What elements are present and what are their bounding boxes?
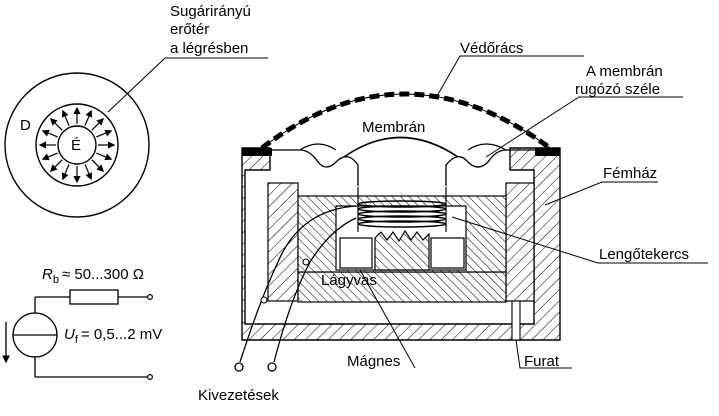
field-arrow <box>91 159 105 173</box>
terminal-2 <box>267 362 277 372</box>
resistance-label: Rb≈ 50...300 Ω <box>42 266 144 286</box>
equivalent-circuit: Rb≈ 50...300 Ω Uf= 0,5...2 mV <box>2 266 162 381</box>
metal-housing <box>241 147 561 341</box>
magnet-label: Mágnes <box>347 353 400 370</box>
outer-pole-label: D <box>20 117 31 134</box>
microphone-cross-section <box>234 55 708 372</box>
air-gap-circle <box>35 103 119 187</box>
field-arrow <box>61 164 70 181</box>
internal-resistor <box>69 289 119 305</box>
field-arrow <box>49 117 63 131</box>
voltage-label: Uf= 0,5...2 mV <box>64 326 162 346</box>
terminal-1 <box>234 362 244 372</box>
soft-iron-right <box>430 237 465 269</box>
housing-inner-left <box>267 182 299 302</box>
output-terminal-bottom <box>147 374 154 381</box>
outer-pole-circle <box>4 72 150 218</box>
soft-iron-left <box>339 237 373 269</box>
field-label-line-1: Sugárirányú <box>170 3 251 20</box>
housing-label: Fémház <box>603 165 657 182</box>
inner-pole-label: É <box>71 137 81 154</box>
vent-hole <box>511 300 521 341</box>
membrane-label: Membrán <box>362 119 425 136</box>
field-arrow <box>84 109 93 126</box>
membrane-edge-label-line-2: rugózó széle <box>575 81 660 98</box>
field-arrow <box>84 164 93 181</box>
field-arrow <box>96 152 113 161</box>
housing-inner-right <box>505 182 535 302</box>
membrane-dome <box>343 136 459 158</box>
field-arrow <box>41 129 58 138</box>
lead-wire-1 <box>239 205 357 363</box>
moving-coil-label: Lengőtekercs <box>599 246 689 263</box>
field-label-line-2: erőtér <box>170 21 209 38</box>
membrane-edge <box>272 149 535 186</box>
radial-field-arrows <box>38 106 116 184</box>
field-arrow <box>96 129 113 138</box>
field-inset: D É Sugárirányú erőtér a légrésben <box>4 3 268 218</box>
field-label-line-3: a légrésben <box>170 40 248 57</box>
grille-label: Védőrács <box>460 40 523 57</box>
terminals-label: Kivezetések <box>198 387 279 404</box>
field-arrow <box>61 109 70 126</box>
inner-pole-circle <box>57 125 97 165</box>
output-terminal-top <box>147 294 154 301</box>
vent-hole-label: Furat <box>524 353 560 370</box>
membrane-edge-label-line-1: A membrán <box>586 63 663 80</box>
lead-wire-2 <box>273 217 357 363</box>
field-arrow <box>91 117 105 131</box>
field-arrow <box>41 152 58 161</box>
central-pole-piece <box>374 229 430 271</box>
soft-iron-label: Lágyvas <box>321 272 377 289</box>
field-arrow <box>49 159 63 173</box>
field-leader-line <box>107 57 268 113</box>
